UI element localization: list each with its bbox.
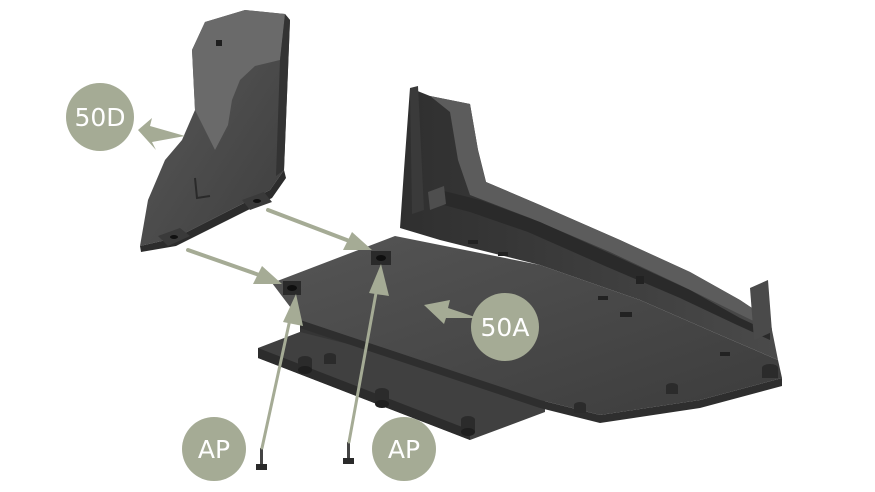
slot <box>468 240 478 244</box>
arrow-head <box>369 264 389 296</box>
part-50a <box>258 86 782 440</box>
callout-50d: 50D <box>66 83 134 151</box>
slot <box>498 252 508 256</box>
arrow-50d-to-hole-left <box>186 248 264 278</box>
boss-pins <box>298 353 778 436</box>
callout-ap-right-label: AP <box>388 435 420 464</box>
arrow-screw-left-up <box>260 308 294 450</box>
part-50a-right-tab <box>750 280 772 340</box>
screw-left <box>256 448 267 470</box>
part-50a-clip-block <box>428 186 446 210</box>
mount-hole-left <box>283 281 301 295</box>
slot <box>598 296 608 300</box>
part-50a-wall-face <box>430 96 772 330</box>
arrow-head <box>283 294 303 326</box>
arrow-50d-to-hole-right <box>266 208 354 244</box>
arrow-head <box>253 266 282 284</box>
part-50d-tab-right <box>242 192 272 210</box>
callout-50a-label: 50A <box>481 313 530 342</box>
part-50a-left-fin <box>410 86 424 214</box>
part-50a-wall-channel <box>440 190 770 340</box>
callout-ap-left: AP <box>182 417 246 481</box>
arrow-head <box>343 232 372 250</box>
callout-ap-left-label: AP <box>198 435 230 464</box>
part-50d-tab-left <box>158 228 190 246</box>
part-50d <box>140 10 290 252</box>
arrow-50d-callout-pointer <box>138 118 185 150</box>
part-50d-embossed-mark <box>194 177 211 200</box>
arrow-screw-right-up <box>347 280 380 444</box>
assembly-arrows <box>138 118 478 450</box>
part-50d-slot <box>216 40 222 46</box>
arrow-50a-callout-pointer <box>424 300 478 324</box>
callout-ap-right: AP <box>372 417 436 481</box>
slot <box>620 312 632 317</box>
part-50a-front-lip <box>300 320 782 423</box>
callout-50a: 50A <box>471 293 539 361</box>
part-50d-bottom-edge <box>140 170 286 252</box>
screw-right <box>343 442 354 464</box>
mount-hole-right <box>371 251 391 265</box>
slot <box>720 352 730 356</box>
part-50d-curve-face <box>192 10 285 150</box>
callout-50d-label: 50D <box>74 103 125 132</box>
part-50d-right-edge <box>276 14 290 176</box>
slot <box>636 276 644 284</box>
